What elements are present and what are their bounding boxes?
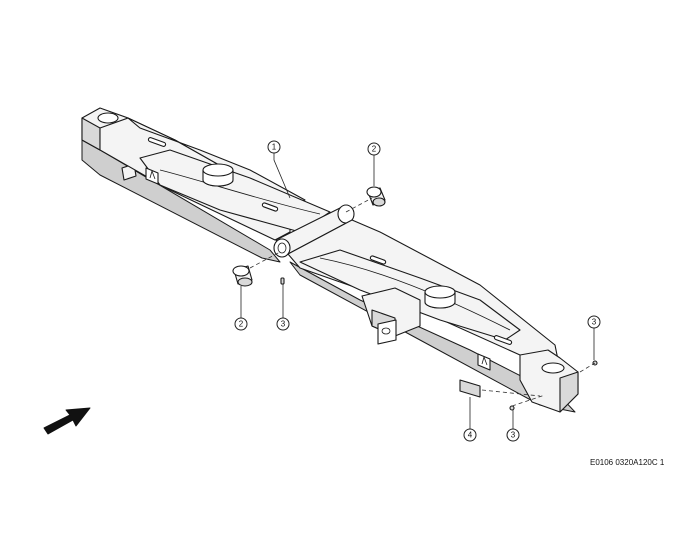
callout-leaders (240, 153, 595, 429)
callout-2-right: 2 (367, 142, 381, 156)
beam-assembly (81, 107, 579, 413)
callout-2-right-label: 2 (372, 145, 377, 154)
callout-2-left-label: 2 (239, 320, 244, 329)
callout-2-left: 2 (234, 317, 248, 331)
callout-3-center-label: 3 (281, 320, 286, 329)
grease-nipple-center (280, 277, 285, 285)
bushing-right (366, 186, 386, 207)
callout-3-lower-label: 3 (511, 431, 516, 440)
bushing-left (232, 265, 253, 287)
grease-nipple-lower (509, 405, 515, 411)
callout-4-label: 4 (468, 431, 473, 440)
direction-arrow-icon (43, 407, 91, 435)
callout-3-right: 3 (587, 315, 601, 329)
callout-1: 1 (267, 140, 281, 154)
callout-3-center: 3 (276, 317, 290, 331)
warning-label (459, 379, 481, 398)
assembly-lines (249, 197, 596, 407)
callout-1-label: 1 (272, 143, 277, 152)
callout-3-right-label: 3 (592, 318, 597, 327)
callout-4: 4 (463, 428, 477, 442)
drawing-reference-code: E0106 0320A120C 1 (590, 458, 665, 467)
callout-3-lower: 3 (506, 428, 520, 442)
